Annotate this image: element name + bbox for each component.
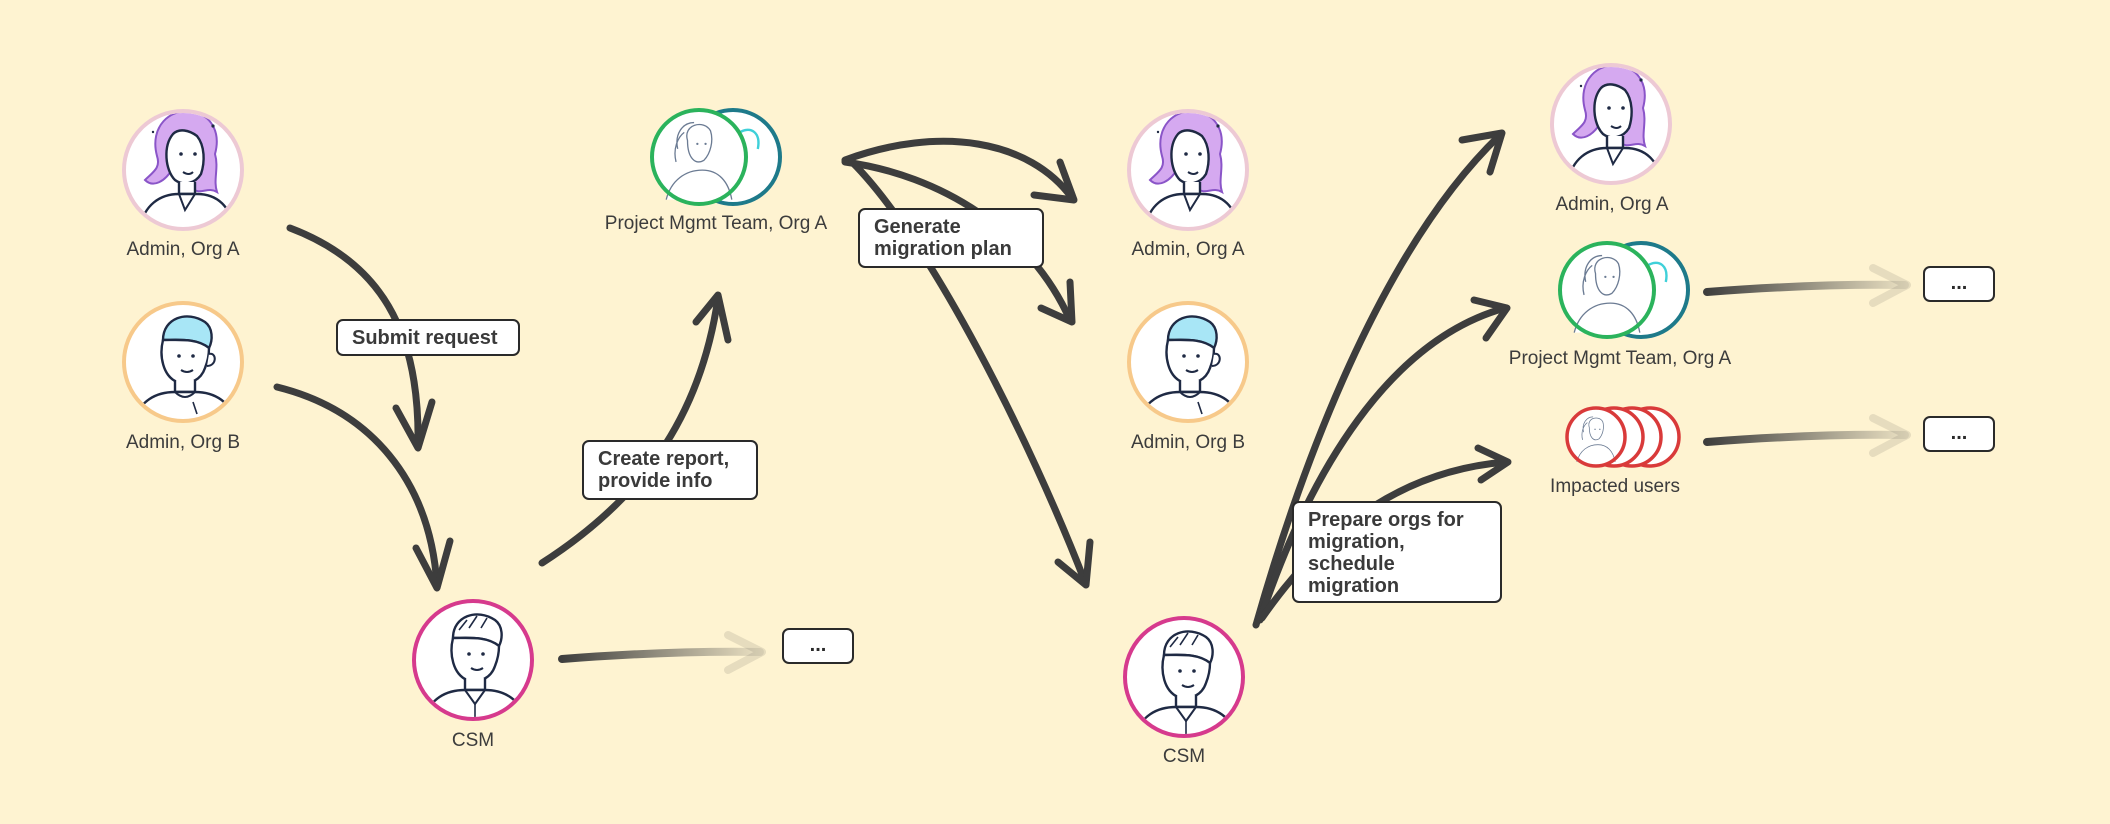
label-pm-team-3: Project Mgmt Team, Org A <box>1508 348 1732 369</box>
label-csm-1: CSM <box>451 730 495 751</box>
continuation-csm: ... <box>782 628 854 664</box>
label-admin-b-2: Admin, Org B <box>1130 432 1246 453</box>
avatar-csm-1 <box>412 599 534 721</box>
arrowhead-admin-a-to-csm <box>392 398 436 452</box>
label-admin-a-1: Admin, Org A <box>126 239 240 260</box>
avatar-csm-2 <box>1123 616 1245 738</box>
arrowhead-csm-continuation <box>724 631 766 674</box>
step-submit-request: Submit request <box>336 319 520 356</box>
arrowhead-admin-b-to-csm <box>412 537 454 592</box>
continuation-pm-team: ... <box>1923 266 1995 302</box>
avatar-admin-a-3 <box>1550 63 1672 185</box>
arrow-csm-continuation <box>558 647 764 663</box>
avatar-admin-a-1 <box>122 109 244 231</box>
step-create-report: Create report, provide info <box>582 440 758 500</box>
arrowhead-pm-to-admin-a-2 <box>1030 158 1078 204</box>
avatar-impacted-users <box>1565 406 1681 468</box>
arrow-impacted-continuation <box>1703 430 1909 446</box>
arrowhead-pm-to-admin-b-2 <box>1037 278 1076 326</box>
step-generate-migration-plan: Generate migration plan <box>858 208 1044 268</box>
avatar-admin-a-2 <box>1127 109 1249 231</box>
label-admin-a-2: Admin, Org A <box>1131 239 1245 260</box>
avatar-admin-b-1 <box>122 301 244 423</box>
avatar-pm-team-1 <box>650 108 782 206</box>
arrowhead-pm-to-csm-2 <box>1054 538 1094 589</box>
group-avatar-icon <box>1565 406 1627 468</box>
label-admin-b-1: Admin, Org B <box>125 432 241 453</box>
arrow-pm-continuation <box>1703 280 1909 296</box>
arrow-csm-to-pm <box>538 294 722 567</box>
label-admin-a-3: Admin, Org A <box>1555 194 1669 215</box>
step-prepare-orgs: Prepare orgs for migration, schedule mig… <box>1292 501 1502 603</box>
avatar-pm-team-3 <box>1558 241 1690 339</box>
arrow-pm-to-csm-2 <box>848 158 1089 586</box>
label-pm-team-1: Project Mgmt Team, Org A <box>604 213 828 234</box>
arrowhead-csm-to-pm-3 <box>1470 296 1511 342</box>
arrow-pm-to-admin-a-2 <box>841 137 1076 202</box>
arrow-admin-b-to-csm <box>273 383 441 589</box>
arrowhead-csm-to-impacted <box>1474 444 1512 484</box>
label-csm-2: CSM <box>1162 746 1206 767</box>
arrowhead-impacted-continuation <box>1869 414 1911 457</box>
label-impacted-users: Impacted users <box>1550 476 1680 497</box>
avatar-admin-b-2 <box>1127 301 1249 423</box>
arrow-csm-to-pm-3 <box>1256 304 1509 624</box>
arrowhead-csm-to-pm <box>692 291 732 344</box>
arrowhead-pm-continuation <box>1869 264 1911 307</box>
arrowhead-csm-to-admin-a-3 <box>1458 129 1506 176</box>
arrow-csm-to-admin-a-3 <box>1252 131 1504 629</box>
continuation-impacted-users: ... <box>1923 416 1995 452</box>
arrow-admin-a-to-csm <box>286 224 422 449</box>
